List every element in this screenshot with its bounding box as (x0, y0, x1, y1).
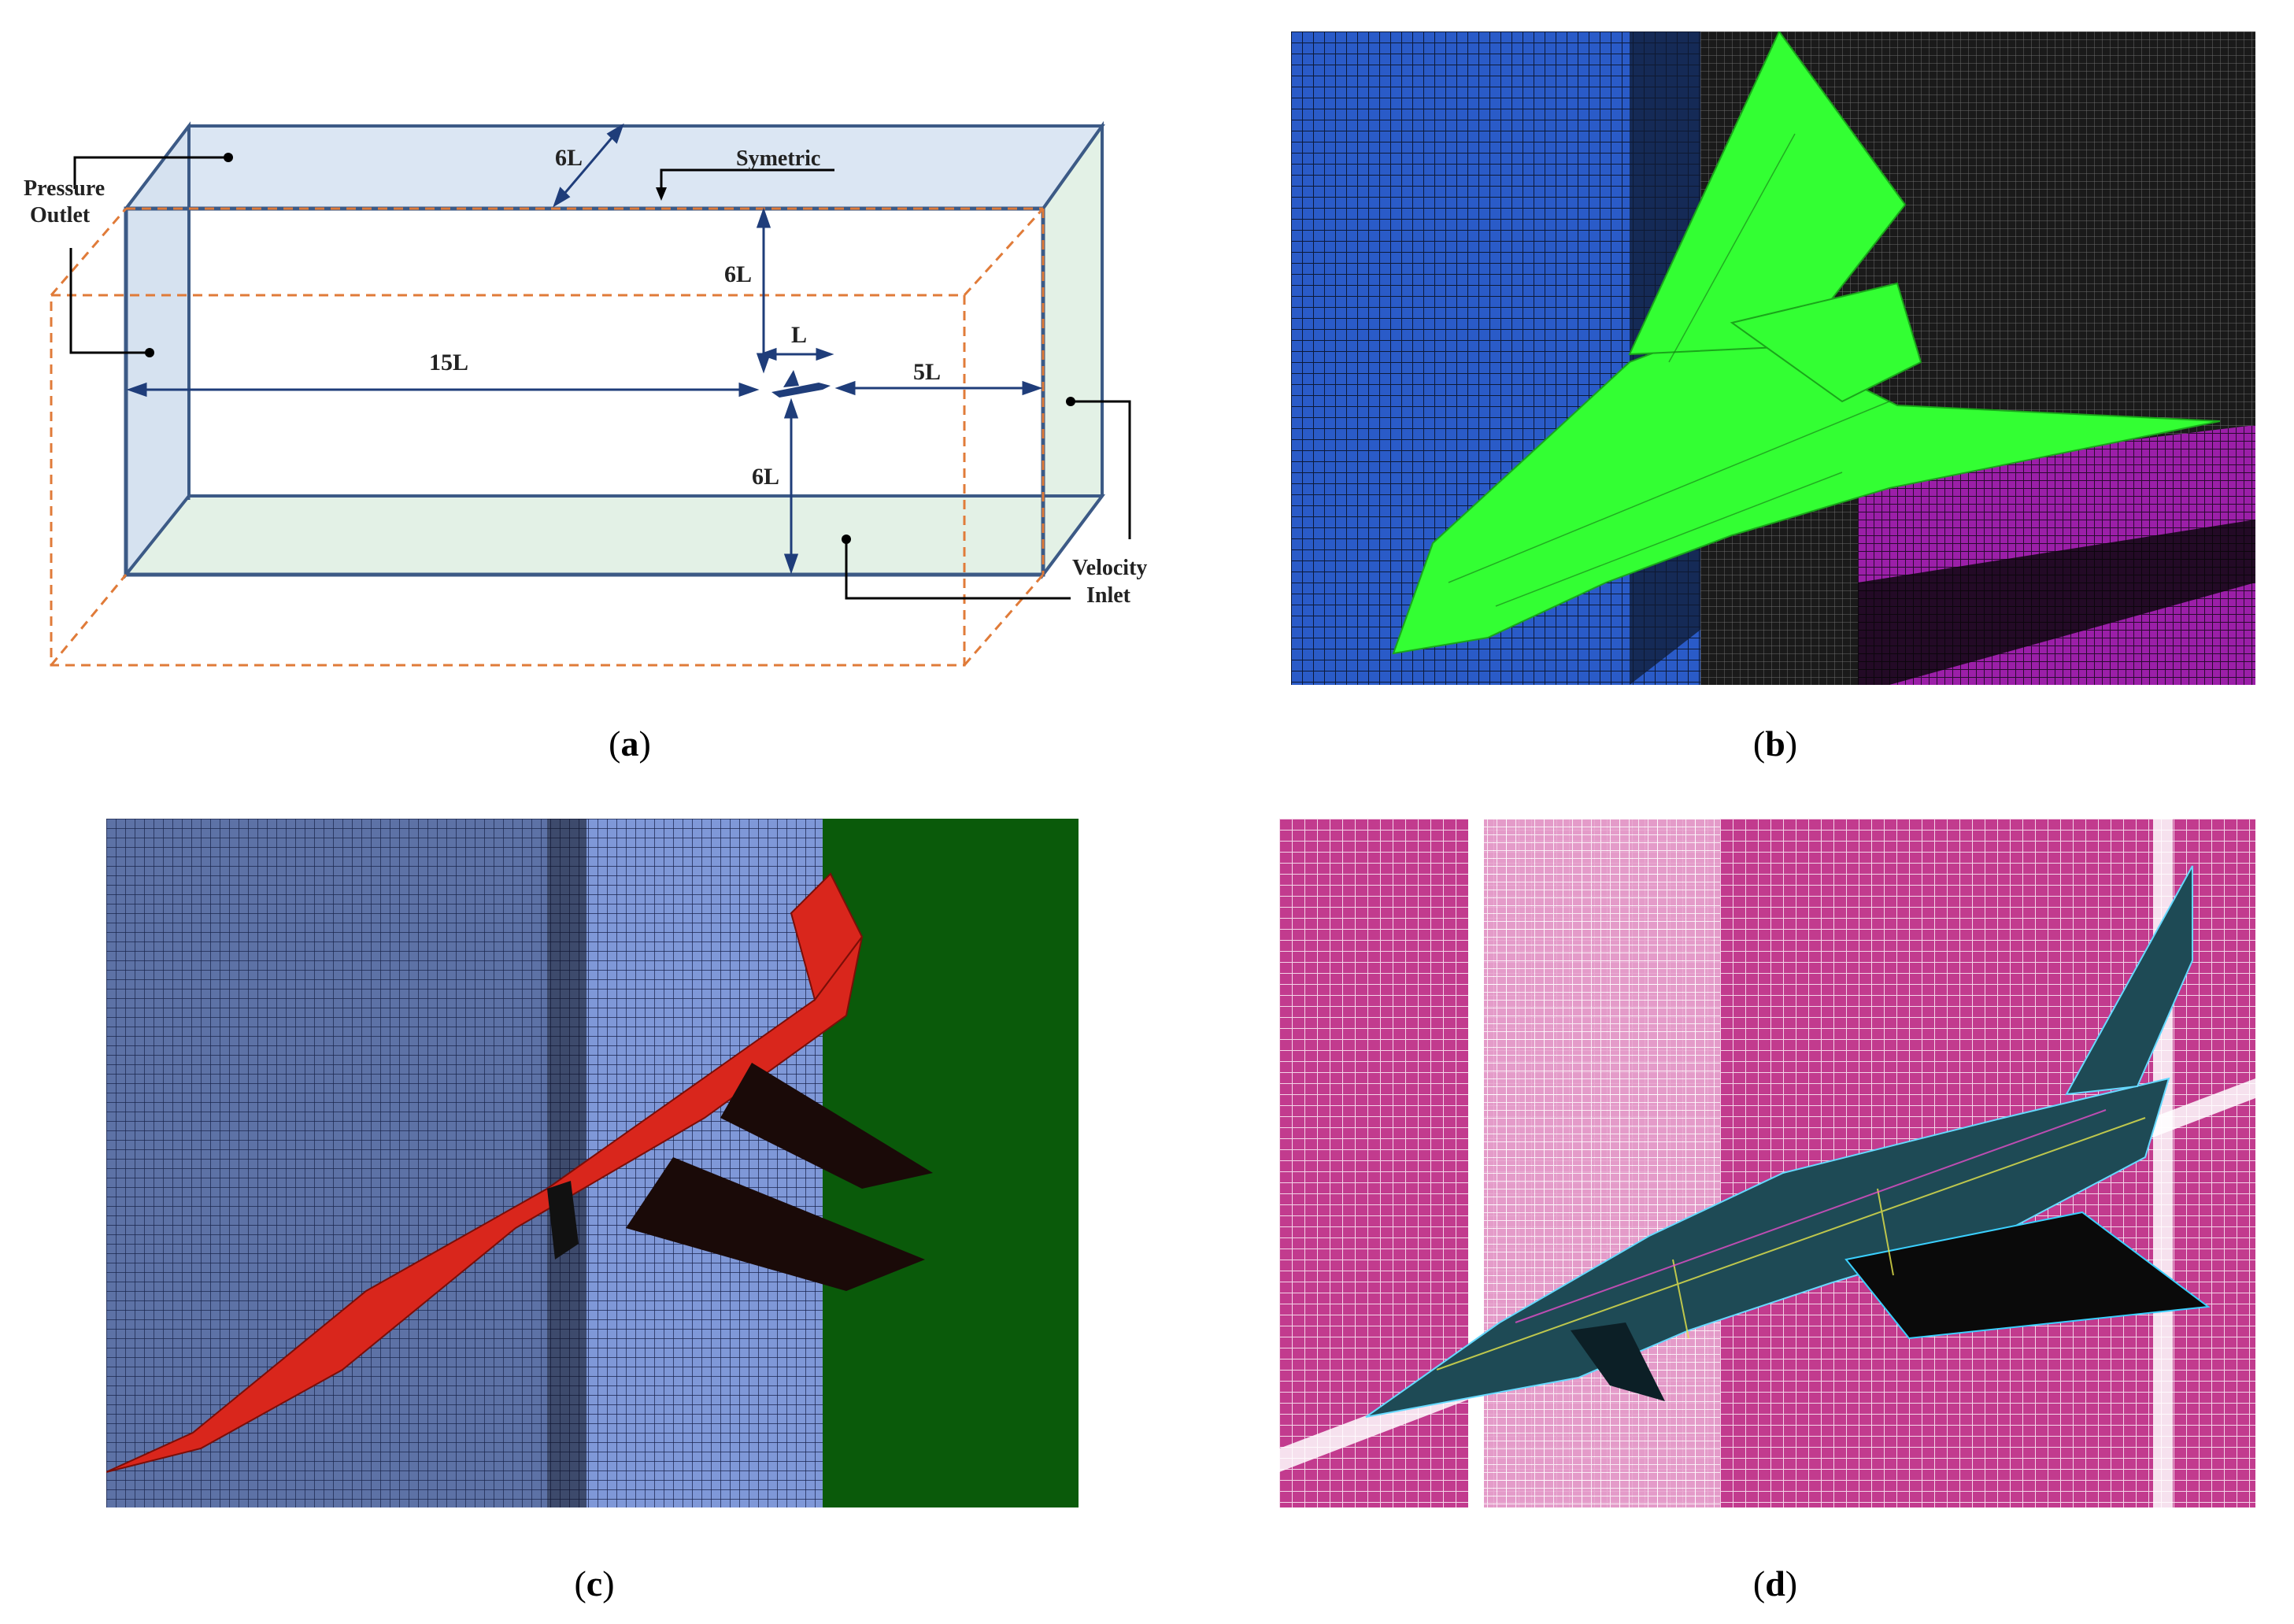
bottom-face (122, 494, 1105, 576)
pressure-outlet-label-2: Outlet (30, 203, 91, 228)
upstream-label: 15L (429, 350, 468, 375)
mesh-b-svg (1291, 31, 2255, 685)
caption-d: (d) (1752, 1563, 1798, 1604)
mesh-c-svg (106, 819, 1079, 1507)
downstream-label: 5L (913, 359, 941, 385)
pressure-outlet-leader-side (69, 248, 150, 354)
model-length-label: L (791, 322, 807, 348)
aircraft-green-surface (1392, 31, 2221, 655)
domain-svg: 6L Symetric Pressure Outlet 6L L 15L 5L … (24, 120, 1147, 667)
upper-height-label: 6L (724, 261, 752, 287)
caption-a: (a) (609, 723, 651, 764)
velocity-inlet-label-2: Inlet (1086, 583, 1131, 608)
width-arrow (553, 125, 623, 205)
caption-b: (b) (1752, 723, 1798, 764)
pressure-outlet-label-1: Pressure (24, 176, 105, 201)
symmetry-dashed-box (50, 207, 1045, 667)
panel-d-mesh-render (1279, 819, 2255, 1507)
top-width-label: 6L (555, 145, 583, 171)
vertical-plane-shadow (547, 819, 586, 1507)
lower-height-label: 6L (752, 464, 779, 490)
aircraft-red-surface (106, 872, 933, 1473)
caption-c: (c) (574, 1563, 615, 1604)
caption-b-letter: b (1765, 723, 1785, 764)
panel-c-mesh-render (106, 819, 1079, 1507)
pressure-outlet-leader-top (73, 156, 228, 189)
aircraft-model-icon (771, 370, 831, 398)
panel-a-domain-diagram: 6L Symetric Pressure Outlet 6L L 15L 5L … (0, 94, 1149, 693)
caption-a-letter: a (620, 723, 639, 764)
caption-c-letter: c (586, 1563, 603, 1604)
aircraft-dark-surface (1365, 865, 2211, 1418)
velocity-inlet-label-1: Velocity (1072, 556, 1147, 580)
velocity-inlet-leader-side (1071, 400, 1131, 539)
mesh-d-svg (1279, 819, 2255, 1507)
caption-d-letter: d (1765, 1563, 1785, 1604)
panel-b-mesh-render (1291, 31, 2255, 685)
symmetric-label: Symetric (736, 146, 820, 171)
velocity-inlet-leader-bottom (845, 539, 1071, 600)
